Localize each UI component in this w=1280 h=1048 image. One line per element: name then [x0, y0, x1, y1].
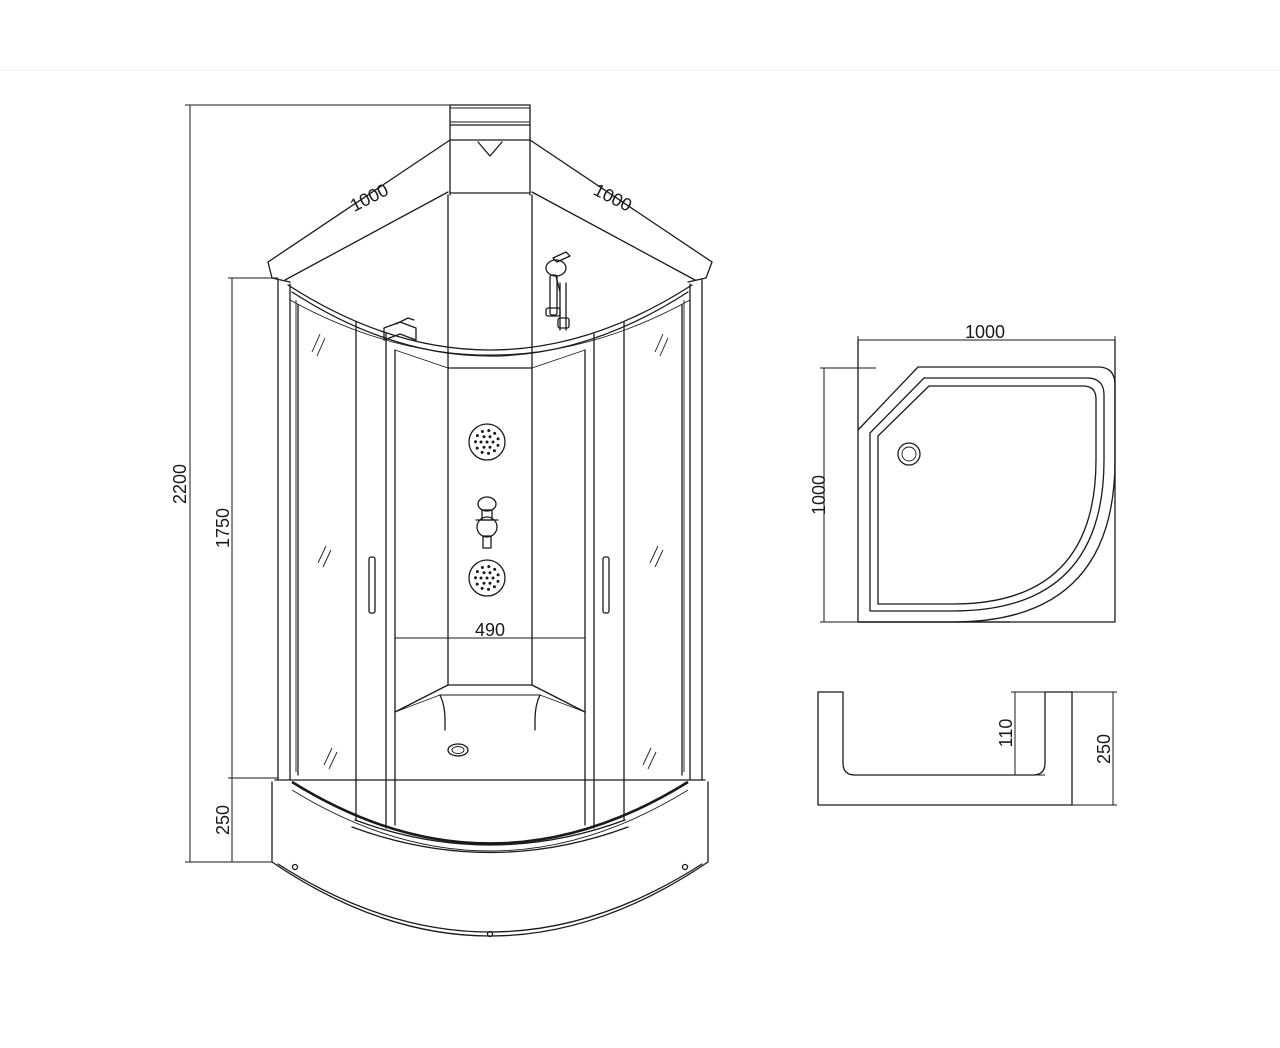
jet-nozzle: [487, 451, 490, 455]
jet-nozzle: [492, 449, 496, 453]
jet-nozzle: [475, 570, 479, 574]
jet-nozzle: [480, 586, 484, 590]
dimension-lines-cabin: [185, 104, 585, 863]
jet-nozzle: [480, 430, 484, 433]
jet-nozzle: [482, 581, 486, 585]
jet-nozzle: [493, 567, 497, 571]
back-wall: [394, 194, 586, 826]
dim-label-tray-top-depth: 1000: [809, 475, 829, 515]
jet-nozzle: [491, 440, 495, 444]
jet-nozzle: [493, 431, 497, 435]
jet-nozzle: [496, 573, 500, 577]
jet-nozzle: [482, 571, 486, 575]
hand-shower-rail: [545, 251, 571, 331]
body-jets: [468, 423, 506, 597]
jet-nozzle: [488, 581, 492, 585]
jet-nozzle: [479, 440, 483, 444]
shower-cabin-front-view: [185, 104, 713, 938]
tray-top-view: [820, 336, 1116, 623]
dim-label-tray-top-width: 1000: [965, 322, 1005, 342]
jet-nozzle: [496, 437, 500, 441]
top-divider-line: [0, 70, 1280, 71]
roof: [267, 139, 713, 357]
dim-label-width-left: 1000: [347, 180, 392, 216]
dim-label-tray-inner-depth: 110: [996, 719, 1016, 748]
tray-floor: [351, 684, 629, 854]
jet-nozzle: [479, 576, 483, 580]
mixer-controls: [475, 496, 499, 549]
right-door-handle: [602, 556, 610, 614]
jet-nozzle: [496, 579, 500, 583]
inner-walls: [291, 705, 689, 852]
dim-label-tray-section-height: 250: [1094, 734, 1114, 764]
dim-label-tray-height: 250: [213, 805, 233, 835]
tray-apron: [271, 779, 709, 938]
glass-doors: [289, 299, 691, 829]
jet-nozzle: [488, 435, 492, 439]
jet-nozzle: [480, 450, 484, 454]
tray-drain-icon: [897, 442, 921, 466]
outer-frame: [277, 279, 703, 781]
jet-nozzle: [487, 429, 491, 433]
jet-nozzle: [488, 445, 492, 449]
dim-label-panel-width: 490: [475, 620, 505, 640]
jet-nozzle: [474, 440, 477, 444]
drain-icon: [447, 743, 469, 757]
jet-nozzle: [496, 443, 500, 447]
dim-label-total-height: 2200: [170, 464, 190, 504]
left-door-handle: [368, 556, 376, 614]
jet-nozzle: [480, 566, 484, 569]
jet-nozzle: [488, 571, 492, 575]
tray-cross-section: [817, 691, 1117, 806]
jet-nozzle: [485, 576, 489, 580]
jet-nozzle: [475, 434, 479, 438]
jet-nozzle: [482, 445, 486, 449]
jet-nozzle: [482, 435, 486, 439]
jet-nozzle: [487, 565, 491, 569]
jet-nozzle: [475, 446, 479, 450]
jet-nozzle: [492, 585, 496, 589]
jet-nozzle: [491, 576, 495, 580]
jet-nozzle: [475, 582, 479, 586]
dim-label-door-height: 1750: [213, 508, 233, 548]
jet-dots: [474, 429, 500, 591]
top-column: [449, 104, 531, 196]
top-tap: [383, 317, 417, 341]
jet-nozzle: [487, 587, 490, 591]
jet-nozzle: [474, 576, 477, 580]
dim-label-width-right: 1000: [590, 180, 635, 216]
jet-nozzle: [485, 440, 489, 444]
